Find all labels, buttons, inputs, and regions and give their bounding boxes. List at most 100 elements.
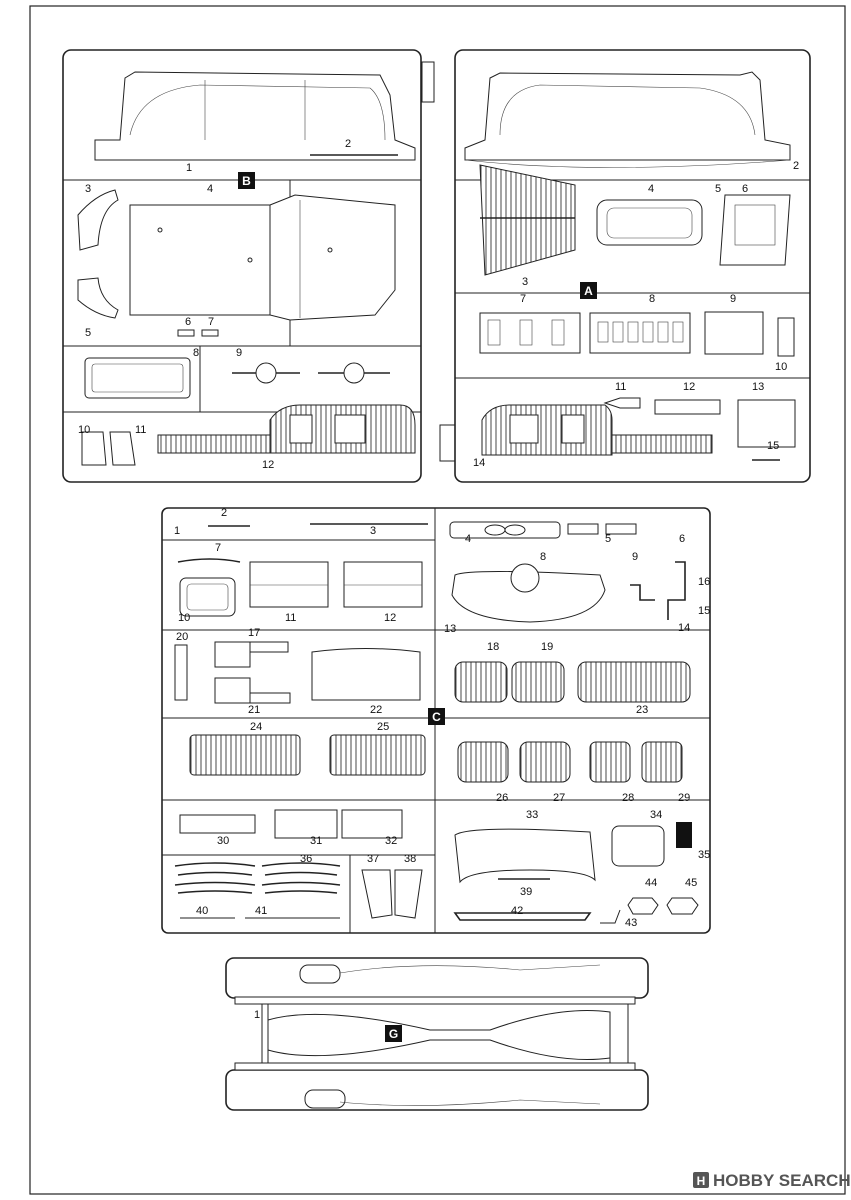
part-c30 — [179, 814, 256, 834]
part-c16-pipe — [667, 561, 686, 620]
part-number-c-45: 45 — [685, 877, 697, 889]
part-b11 — [109, 431, 136, 466]
part-c38 — [394, 869, 423, 919]
part-c32 — [341, 809, 403, 839]
part-number-c-8: 8 — [540, 551, 546, 563]
sprue-letter-c: C — [432, 710, 441, 724]
part-b1-fender — [94, 71, 416, 161]
part-c25 — [329, 734, 426, 776]
part-number-c-14: 14 — [678, 622, 690, 634]
svg-text:H: H — [697, 1174, 706, 1188]
part-number-c-43: 43 — [625, 917, 637, 929]
part-a3-grille — [479, 164, 576, 276]
part-number-b-9: 9 — [236, 347, 242, 359]
part-number-c-30: 30 — [217, 835, 229, 847]
part-number-c-7: 7 — [215, 542, 221, 554]
part-number-c-15: 15 — [698, 605, 710, 617]
part-number-a-12: 12 — [683, 381, 695, 393]
sprue-b — [62, 49, 435, 483]
part-a10 — [777, 317, 795, 357]
part-number-c-42: 42 — [511, 905, 523, 917]
part-b12-board — [157, 434, 271, 454]
part-c21 — [214, 677, 251, 704]
part-c35 — [676, 822, 692, 848]
part-a11 — [603, 397, 641, 409]
part-number-a-11: 11 — [615, 381, 626, 393]
part-number-c-1: 1 — [174, 525, 180, 537]
part-c27-seat — [519, 741, 571, 783]
part-number-c-41: 41 — [255, 905, 267, 917]
part-b3 — [77, 189, 119, 251]
part-b4-floor — [129, 204, 271, 316]
part-c7 — [177, 558, 241, 563]
part-number-c-5: 5 — [605, 533, 611, 545]
part-a14-board — [481, 404, 613, 456]
sprue-g — [225, 957, 649, 1111]
part-number-c-44: 44 — [645, 877, 657, 889]
part-number-a-6: 6 — [742, 183, 748, 195]
part-number-a-10: 10 — [775, 361, 787, 373]
sprue-badge-a: A — [580, 282, 597, 299]
part-number-c-25: 25 — [377, 721, 389, 733]
part-number-c-34: 34 — [650, 809, 662, 821]
part-number-c-17: 17 — [248, 627, 260, 639]
part-c10 — [179, 577, 236, 617]
part-number-c-38: 38 — [404, 853, 416, 865]
part-c23-seat — [577, 661, 691, 703]
part-number-a-9: 9 — [730, 293, 736, 305]
watermark-text: HOBBY SEARCH — [713, 1171, 851, 1190]
part-number-c-19: 19 — [541, 641, 553, 653]
sprue-c — [161, 507, 711, 934]
part-c36-springs — [174, 862, 341, 894]
part-c11-engine — [249, 561, 329, 608]
part-c20 — [174, 644, 188, 701]
sprue-badge-b: B — [238, 172, 255, 189]
part-number-b-2: 2 — [345, 138, 351, 150]
part-b10 — [81, 431, 107, 466]
part-number-c-16: 16 — [698, 576, 710, 588]
sprue-badge-c: C — [428, 708, 445, 725]
part-b8-tray — [84, 357, 191, 399]
part-number-c-33: 33 — [526, 809, 538, 821]
part-c13 — [451, 571, 606, 623]
part-number-c-18: 18 — [487, 641, 499, 653]
part-number-a-7: 7 — [520, 293, 526, 305]
sprue-letter-b: B — [242, 174, 251, 188]
part-number-c-13: 13 — [444, 623, 456, 635]
part-c5 — [567, 523, 599, 535]
part-number-c-10: 10 — [178, 612, 190, 624]
sprue-a — [439, 49, 811, 483]
part-number-c-9: 9 — [632, 551, 638, 563]
part-a4 — [596, 199, 703, 246]
part-b5 — [77, 277, 119, 319]
part-c12-engine — [343, 561, 423, 608]
part-number-c-35: 35 — [698, 849, 710, 861]
part-number-c-20: 20 — [176, 631, 188, 643]
page-border — [29, 5, 846, 1195]
part-number-c-37: 37 — [367, 853, 379, 865]
part-number-c-3: 3 — [370, 525, 376, 537]
part-number-c-21: 21 — [248, 704, 260, 716]
part-c44 — [627, 897, 659, 915]
part-c26-seat — [457, 741, 509, 783]
part-number-c-28: 28 — [622, 792, 634, 804]
part-number-a-3: 3 — [522, 276, 528, 288]
part-number-c-29: 29 — [678, 792, 690, 804]
part-number-b-10: 10 — [78, 424, 90, 436]
hobby-search-logo: H — [693, 1172, 709, 1188]
part-number-b-8: 8 — [193, 347, 199, 359]
part-number-c-6: 6 — [679, 533, 685, 545]
part-number-c-12: 12 — [384, 612, 396, 624]
part-number-a-13: 13 — [752, 381, 764, 393]
part-c17 — [214, 641, 251, 668]
part-number-g-1: 1 — [254, 1009, 260, 1021]
part-c31 — [274, 809, 338, 839]
part-number-a-5: 5 — [715, 183, 721, 195]
part-b6 — [177, 329, 195, 337]
part-number-c-26: 26 — [496, 792, 508, 804]
part-number-c-31: 31 — [310, 835, 322, 847]
sprue-letter-a: A — [584, 284, 593, 298]
part-number-c-22: 22 — [370, 704, 382, 716]
part-number-b-4: 4 — [207, 183, 213, 195]
